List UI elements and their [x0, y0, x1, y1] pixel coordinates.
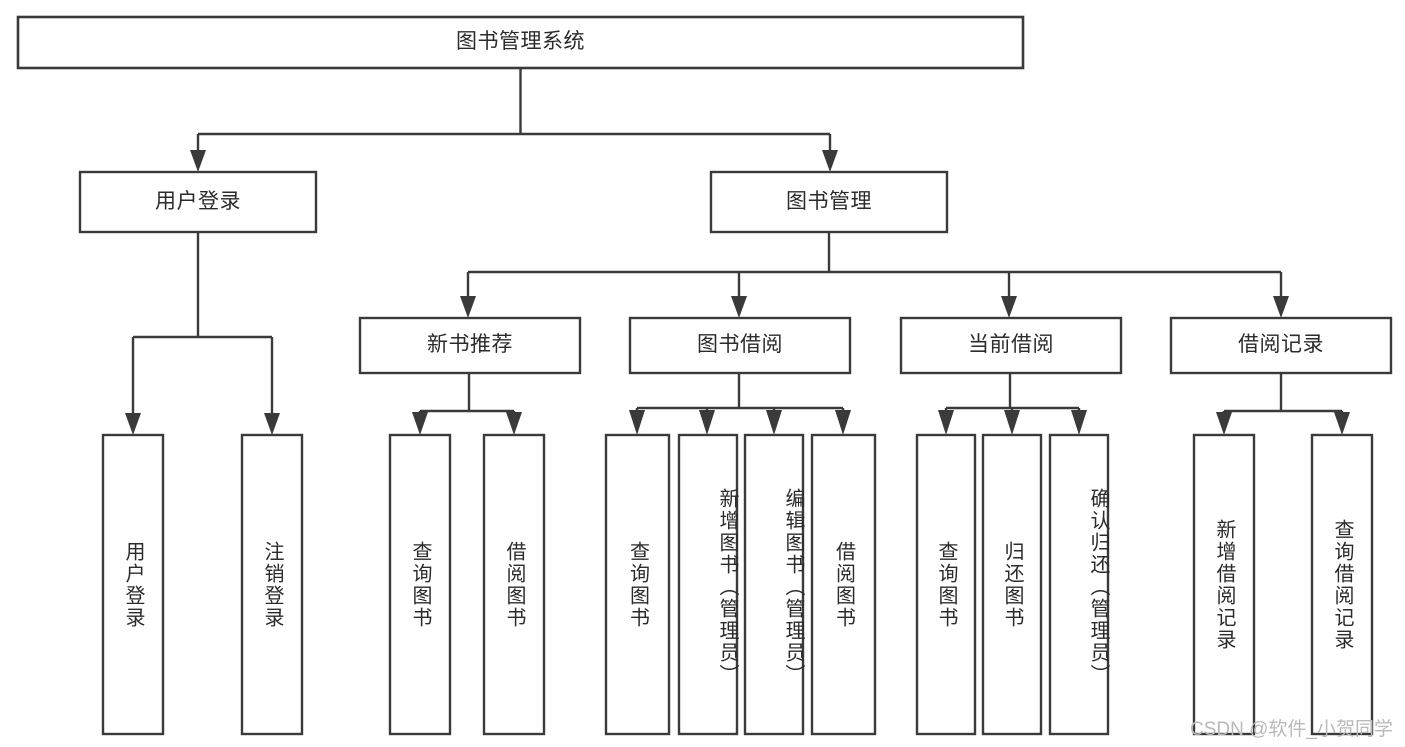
node-box-book-borrow[interactable] [628, 316, 852, 375]
arrow-head-leaf-confirm-return [1071, 410, 1087, 435]
arrow-head-new-book-rec [460, 296, 476, 318]
node-box-root[interactable] [16, 15, 1025, 70]
node-box-leaf-user-login[interactable] [101, 433, 165, 736]
csdn-watermark: CSDN @软件_小贺同学 [1190, 719, 1393, 740]
node-box-leaf-query-book-3[interactable] [915, 433, 977, 736]
node-box-leaf-borrow-book-2[interactable] [810, 433, 877, 736]
node-box-book-manage[interactable] [709, 170, 949, 234]
node-box-user-login[interactable] [78, 170, 318, 234]
node-box-leaf-query-book-2[interactable] [604, 433, 671, 736]
arrow-head-leaf-query-record [1334, 412, 1350, 435]
arrow-head-leaf-user-login [125, 413, 141, 435]
arrow-head-leaf-add-record [1216, 412, 1232, 435]
arrow-head-user-login [190, 150, 206, 172]
edge-group-book-borrow [629, 373, 851, 435]
node-box-leaf-add-record[interactable] [1192, 433, 1256, 736]
edge-group-user-login [125, 232, 280, 435]
arrow-head-leaf-query-book-2 [629, 410, 645, 435]
arrow-head-leaf-return-book [1004, 410, 1020, 435]
arrow-head-book-borrow [731, 296, 747, 318]
node-box-borrow-record[interactable] [1169, 316, 1393, 375]
node-box-leaf-borrow-book-1[interactable] [482, 433, 546, 736]
arrow-head-leaf-add-book [699, 410, 715, 435]
edge-group-new-book-rec [412, 373, 522, 435]
node-box-leaf-confirm-return[interactable] [1048, 433, 1110, 736]
node-box-leaf-query-record[interactable] [1310, 433, 1374, 736]
edge-group-book-manage [460, 232, 1289, 318]
node-box-new-book-rec[interactable] [358, 316, 582, 375]
arrow-head-book-manage [822, 150, 838, 172]
arrow-head-leaf-borrow-book-1 [506, 412, 522, 435]
arrow-head-leaf-logout [264, 413, 280, 435]
arrow-head-leaf-borrow-book-2 [835, 410, 851, 435]
node-box-current-borrow[interactable] [899, 316, 1123, 375]
arrow-head-borrow-record [1273, 296, 1289, 318]
arrow-head-leaf-edit-book [766, 410, 782, 435]
node-box-leaf-return-book[interactable] [981, 433, 1043, 736]
arrow-head-leaf-query-book-3 [938, 410, 954, 435]
node-box-leaf-query-book-1[interactable] [388, 433, 452, 736]
node-box-leaf-logout[interactable] [240, 433, 304, 736]
node-box-leaf-add-book[interactable] [677, 433, 739, 736]
node-box-leaf-edit-book[interactable] [743, 433, 805, 736]
edge-group-current-borrow [938, 373, 1087, 435]
edge-group-borrow-record [1216, 373, 1350, 435]
arrow-head-leaf-query-book-1 [412, 412, 428, 435]
arrow-head-current-borrow [1001, 296, 1017, 318]
edge-group-root [190, 68, 838, 172]
